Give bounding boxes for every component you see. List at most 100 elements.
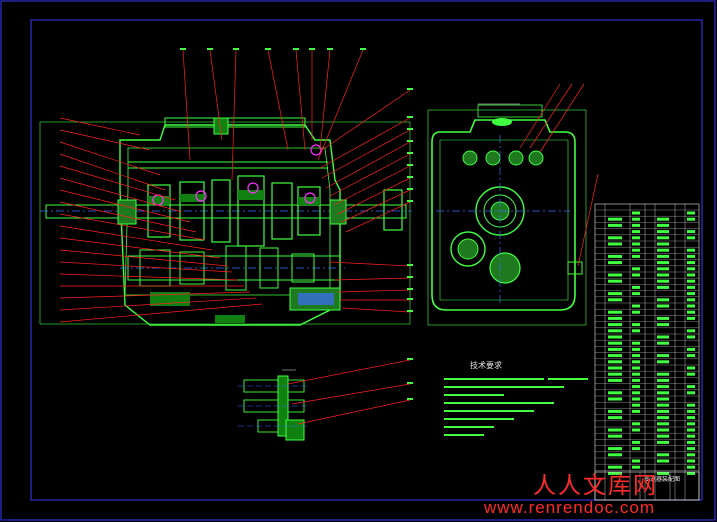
table-cell-text: [687, 459, 695, 463]
table-cell-text: [608, 223, 622, 227]
table-cell-text: [608, 335, 622, 339]
table-cell-text: [632, 378, 640, 382]
table-cell-text: [632, 223, 640, 227]
table-cell-text: [687, 273, 695, 277]
title-block-name: 变速器装配图: [644, 476, 681, 483]
table-cell-text: [657, 223, 669, 227]
table-cell-text: [632, 465, 640, 469]
table-cell-text: [608, 372, 622, 376]
table-cell-text: [632, 248, 640, 252]
table-cell-text: [632, 397, 640, 401]
table-cell-text: [608, 465, 622, 469]
table-cell-text: [657, 273, 669, 277]
table-cell-text: [608, 447, 622, 451]
tech-requirements-heading: 技术要求: [470, 361, 502, 370]
table-cell-text: [657, 422, 669, 426]
table-cell-text: [632, 273, 640, 277]
inner-frame-border: [30, 19, 703, 501]
table-cell-text: [608, 261, 622, 265]
table-cell-text: [632, 310, 640, 314]
table-cell-text: [657, 354, 669, 358]
table-cell-text: [657, 341, 669, 345]
table-cell-text: [608, 254, 622, 258]
table-cell-text: [687, 403, 695, 407]
table-cell-text: [687, 422, 695, 426]
table-cell-text: [657, 254, 669, 258]
table-cell-text: [632, 323, 640, 327]
table-cell-text: [657, 434, 669, 438]
table-cell-text: [632, 341, 640, 345]
shift-fork-detail-view: [238, 369, 310, 441]
table-cell-text: [608, 217, 622, 221]
table-cell-text: [657, 236, 669, 240]
table-cell-text: [657, 453, 669, 457]
table-cell-text: [657, 304, 669, 308]
table-cell-text: [657, 385, 669, 389]
table-cell-text: [632, 230, 640, 234]
parts-list-table: [594, 203, 700, 501]
table-cell-text: [657, 335, 669, 339]
table-cell-text: [687, 434, 695, 438]
table-cell-text: [608, 354, 622, 358]
table-cell-text: [687, 292, 695, 296]
table-cell-text: [608, 360, 622, 364]
table-cell-text: [632, 285, 640, 289]
table-cell-text: [632, 254, 640, 258]
table-cell-text: [657, 217, 669, 221]
fork-detail-leader-lines: [287, 359, 411, 425]
table-cell-text: [687, 310, 695, 314]
table-cell-text: [632, 422, 640, 426]
table-cell-text: [657, 323, 669, 327]
table-cell-text: [657, 267, 669, 271]
table-cell-text: [632, 236, 640, 240]
table-cell-text: [632, 242, 640, 246]
table-cell-text: [687, 372, 695, 376]
table-cell-text: [657, 285, 669, 289]
table-cell-text: [632, 347, 640, 351]
table-cell-text: [608, 236, 622, 240]
table-cell-text: [687, 385, 695, 389]
table-cell-text: [657, 248, 669, 252]
table-cell-text: [632, 428, 640, 432]
table-cell-text: [632, 440, 640, 444]
watermark-url: www.renrendoc.com: [484, 498, 656, 517]
side-view-leader-lines: [519, 83, 599, 267]
table-cell-text: [632, 211, 640, 215]
table-cell-text: [608, 409, 622, 413]
table-cell-text: [657, 471, 669, 475]
table-cell-text: [687, 285, 695, 289]
table-cell-text: [657, 391, 669, 395]
table-cell-text: [608, 292, 622, 296]
table-cell-text: [632, 292, 640, 296]
table-cell-text: [687, 335, 695, 339]
table-cell-text: [687, 453, 695, 457]
table-cell-text: [657, 360, 669, 364]
table-cell-text: [657, 242, 669, 246]
table-cell-text: [657, 416, 669, 420]
table-cell-text: [687, 471, 695, 475]
table-cell-text: [687, 217, 695, 221]
table-cell-text: [632, 391, 640, 395]
table-cell-text: [632, 403, 640, 407]
table-cell-text: [687, 261, 695, 265]
table-cell-text: [632, 366, 640, 370]
table-cell-text: [687, 416, 695, 420]
table-cell-text: [687, 440, 695, 444]
table-cell-text: [657, 316, 669, 320]
table-cell-text: [687, 298, 695, 302]
table-cell-text: [687, 428, 695, 432]
table-cell-text: [657, 403, 669, 407]
table-cell-text: [608, 323, 622, 327]
table-cell-text: [657, 440, 669, 444]
table-cell-text: [687, 316, 695, 320]
table-cell-text: [687, 354, 695, 358]
table-cell-text: [687, 254, 695, 258]
table-cell-text: [632, 354, 640, 358]
table-cell-text: [632, 372, 640, 376]
main-section-view: [39, 117, 412, 326]
table-cell-text: [608, 471, 622, 475]
table-cell-text: [608, 416, 622, 420]
table-cell-text: [687, 304, 695, 308]
table-cell-text: [608, 391, 622, 395]
